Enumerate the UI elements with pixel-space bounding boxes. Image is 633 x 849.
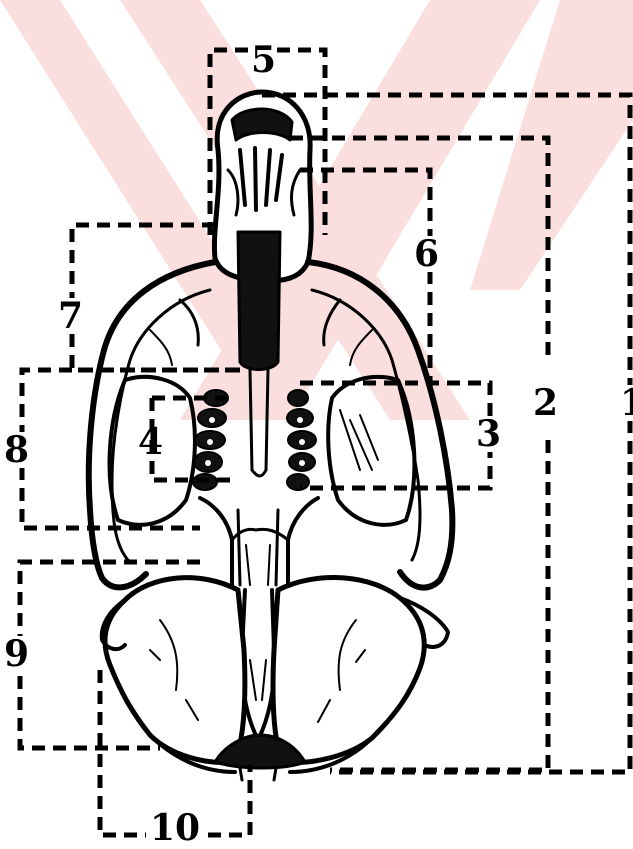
label-1: 1 xyxy=(620,385,633,421)
label-9: 9 xyxy=(4,636,29,672)
label-5: 5 xyxy=(251,42,276,78)
bulla-right xyxy=(273,578,424,763)
label-4: 4 xyxy=(138,424,163,460)
label-10: 10 xyxy=(146,810,204,846)
watermark xyxy=(0,0,633,420)
label-2: 2 xyxy=(533,385,558,421)
palate xyxy=(238,232,280,370)
label-7: 7 xyxy=(58,298,83,334)
label-8: 8 xyxy=(4,432,29,468)
bulla-left xyxy=(105,578,245,763)
label-6: 6 xyxy=(414,236,439,272)
label-3: 3 xyxy=(476,416,501,452)
